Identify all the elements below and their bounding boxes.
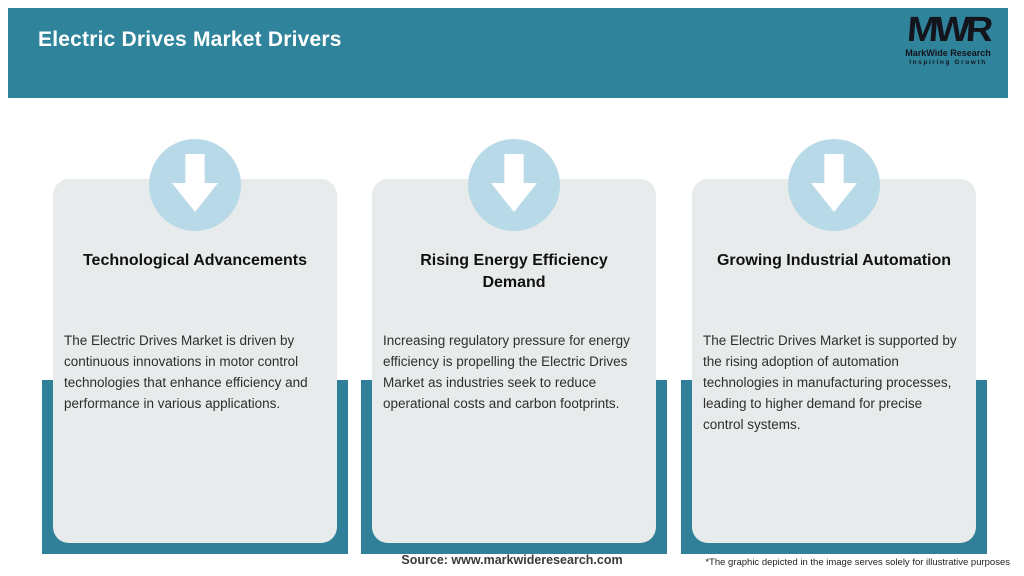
- logo-company-name: MarkWide Research: [905, 48, 991, 58]
- card-description: The Electric Drives Market is driven by …: [64, 333, 308, 411]
- driver-card-technological-advancements: Technological Advancements The Electric …: [53, 139, 337, 543]
- card-icon-badge: [788, 139, 880, 231]
- logo-monogram-icon: MWR: [905, 10, 991, 49]
- page-title: Electric Drives Market Drivers: [38, 28, 342, 51]
- down-arrow-icon: [172, 154, 218, 212]
- driver-card-rising-energy-efficiency-demand: Rising Energy Efficiency Demand Increasi…: [372, 139, 656, 543]
- logo-tagline: Inspiring Growth: [909, 59, 987, 66]
- down-arrow-icon: [491, 154, 537, 212]
- card-description: The Electric Drives Market is supported …: [703, 333, 957, 432]
- card-icon-badge: [468, 139, 560, 231]
- down-arrow-icon: [811, 154, 857, 212]
- disclaimer-text: *The graphic depicted in the image serve…: [705, 557, 1010, 568]
- card-title: Growing Industrial Automation: [716, 252, 952, 269]
- brand-logo: MWR MarkWide Research Inspiring Growth: [900, 10, 996, 67]
- card-title: Technological Advancements: [82, 252, 308, 269]
- source-text: Source: www.markwideresearch.com: [401, 553, 623, 567]
- header-bar: Electric Drives Market Drivers MWR MarkW…: [8, 8, 1008, 98]
- card-icon-badge: [149, 139, 241, 231]
- card-description: Increasing regulatory pressure for energ…: [383, 333, 630, 411]
- driver-card-growing-industrial-automation: Growing Industrial Automation The Electr…: [692, 139, 976, 543]
- card-title: Rising Energy Efficiency Demand: [420, 252, 608, 291]
